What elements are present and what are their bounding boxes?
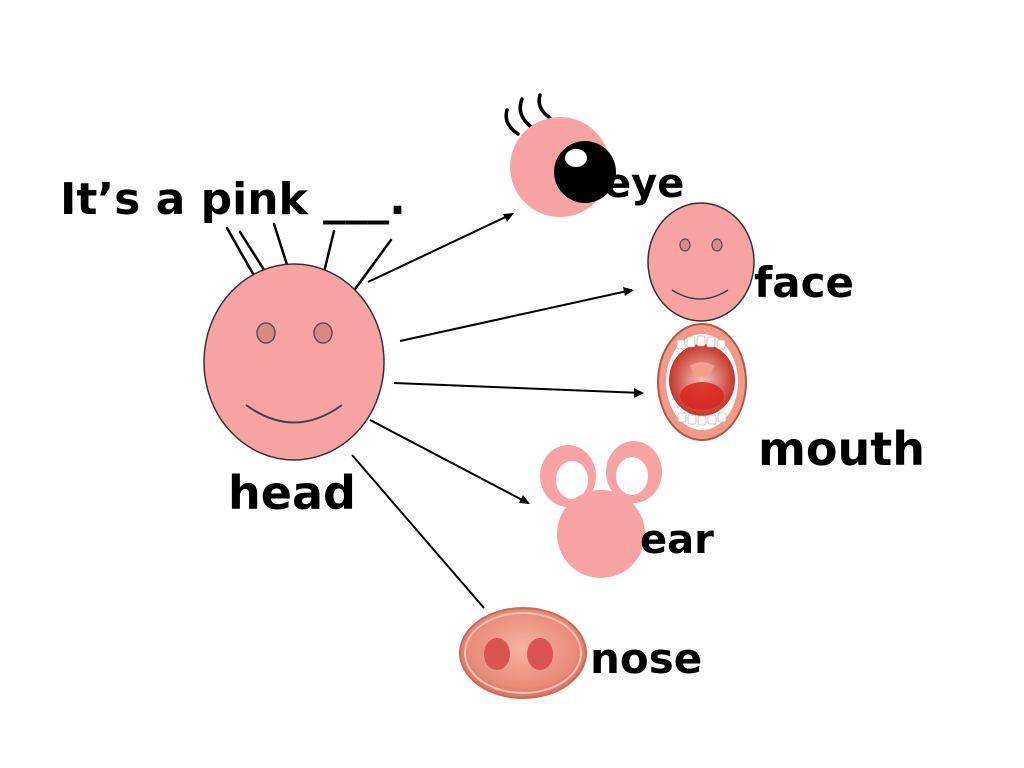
nose-icon [459, 607, 587, 699]
arrow-to-ear [369, 419, 529, 504]
arrowhead-mouth [634, 388, 644, 398]
mouth-icon [657, 323, 747, 441]
arrow-to-mouth [393, 382, 643, 394]
label-eye: eye [604, 161, 685, 207]
arrow-to-eye [367, 213, 513, 283]
label-head: head [228, 466, 356, 520]
connector-lines [351, 213, 644, 609]
label-mouth: mouth [758, 422, 926, 476]
arrowhead-face [623, 287, 634, 296]
eye-icon [504, 93, 616, 217]
arrowhead-ear [519, 495, 530, 504]
question-sentence: It’s a pink ___. [60, 174, 406, 225]
label-face: face [754, 258, 854, 307]
arrow-to-face [399, 289, 633, 342]
head-icon [203, 222, 393, 461]
label-ear: ear [640, 517, 714, 563]
line-to-nose [351, 454, 485, 609]
label-nose: nose [590, 634, 703, 683]
arrowhead-eye [503, 213, 514, 222]
face-icon [647, 202, 755, 322]
ear-icon [540, 441, 662, 578]
